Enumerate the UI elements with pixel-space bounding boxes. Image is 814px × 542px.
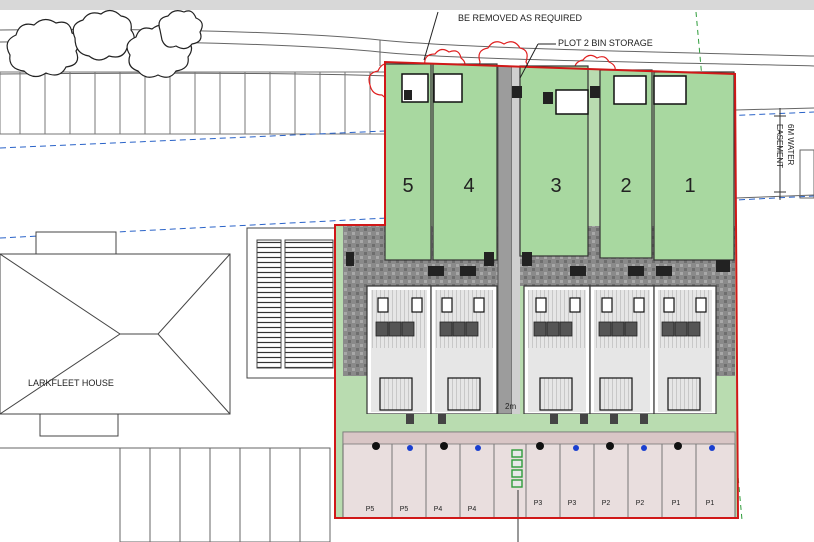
plot-number: 3 bbox=[550, 175, 561, 197]
parking-label: P5 bbox=[400, 506, 409, 513]
building-label: LARKFLEET HOUSE bbox=[28, 378, 114, 388]
posts bbox=[346, 86, 730, 276]
roof-details bbox=[377, 297, 707, 313]
easement-label-2: EASEMENT bbox=[775, 124, 784, 168]
plot-number: 4 bbox=[463, 175, 474, 197]
bin-storage-leader-2 bbox=[519, 43, 539, 79]
stair-block bbox=[246, 227, 338, 379]
parking-labels: P5 P5 P4 P4 P3 P3 P2 P2 P1 P1 bbox=[366, 500, 715, 513]
remove-note: BE REMOVED AS REQUIRED bbox=[458, 13, 583, 23]
parking-label: P3 bbox=[568, 500, 577, 507]
parking-label: P2 bbox=[636, 500, 645, 507]
parking-label: P3 bbox=[534, 500, 543, 507]
parking-label: P4 bbox=[468, 506, 477, 513]
easement-label-1: 6M WATER bbox=[786, 124, 795, 166]
parking-label: P5 bbox=[366, 506, 375, 513]
site-boundary bbox=[334, 60, 740, 519]
remove-leader bbox=[423, 11, 439, 61]
easement-marker bbox=[774, 108, 786, 200]
left-parking bbox=[119, 447, 331, 542]
bin-storage-label: PLOT 2 BIN STORAGE bbox=[558, 38, 653, 48]
bin-stores bbox=[401, 73, 687, 115]
bay-windows bbox=[379, 377, 701, 411]
bay-dividers bbox=[391, 444, 697, 518]
cycle-stands bbox=[511, 449, 523, 488]
solar-panels bbox=[375, 321, 701, 337]
parking-label: P4 bbox=[434, 506, 443, 513]
fence bbox=[0, 71, 386, 135]
trees bbox=[6, 9, 203, 78]
front-lawn bbox=[343, 414, 735, 432]
top-frame bbox=[0, 0, 814, 10]
larkfleet-house bbox=[0, 231, 231, 437]
doors bbox=[406, 414, 648, 424]
plot-number: 1 bbox=[684, 175, 695, 197]
plot-number: 5 bbox=[402, 175, 413, 197]
easement-lines bbox=[0, 111, 814, 239]
plot-numbers: 5 4 3 2 1 bbox=[402, 175, 695, 197]
parking-label: P2 bbox=[602, 500, 611, 507]
gap-label: 2m bbox=[505, 402, 516, 411]
plot-number: 2 bbox=[620, 175, 631, 197]
bollards bbox=[372, 442, 715, 451]
parking-label: P1 bbox=[706, 500, 715, 507]
right-structures bbox=[735, 107, 814, 199]
parking-label: P1 bbox=[672, 500, 681, 507]
